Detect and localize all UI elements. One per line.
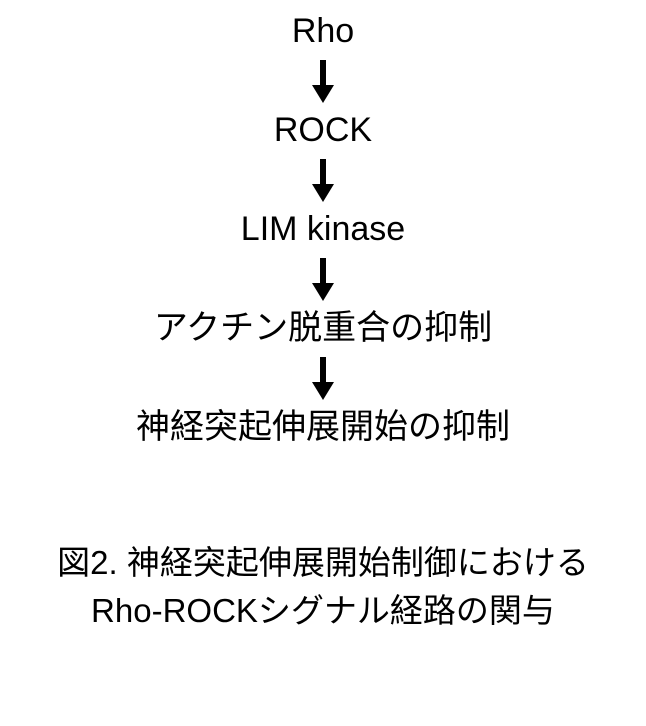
- figure-caption-line2: Rho-ROCKシグナル経路の関与: [91, 592, 555, 630]
- down-arrow-icon: [312, 258, 334, 302]
- node-neurite-outgrowth-inhibition: 神経突起伸展開始の抑制: [136, 408, 510, 447]
- figure-caption-line1: 図2. 神経突起伸展開始制御における: [57, 544, 589, 582]
- node-actin-depolymerization-inhibition: アクチン脱重合の抑制: [153, 309, 493, 348]
- down-arrow-icon: [312, 60, 334, 104]
- pathway-flowchart: Rho ROCK LIM kinase アクチン脱重合の抑制 神経突起伸展開始の…: [57, 12, 589, 635]
- node-lim-kinase: LIM kinase: [240, 210, 406, 249]
- figure-caption: 図2. 神経突起伸展開始制御における Rho-ROCKシグナル経路の関与: [57, 539, 589, 635]
- node-rho: Rho: [291, 12, 355, 50]
- node-rock: ROCK: [273, 111, 373, 150]
- down-arrow-icon: [312, 357, 334, 401]
- down-arrow-icon: [312, 159, 334, 203]
